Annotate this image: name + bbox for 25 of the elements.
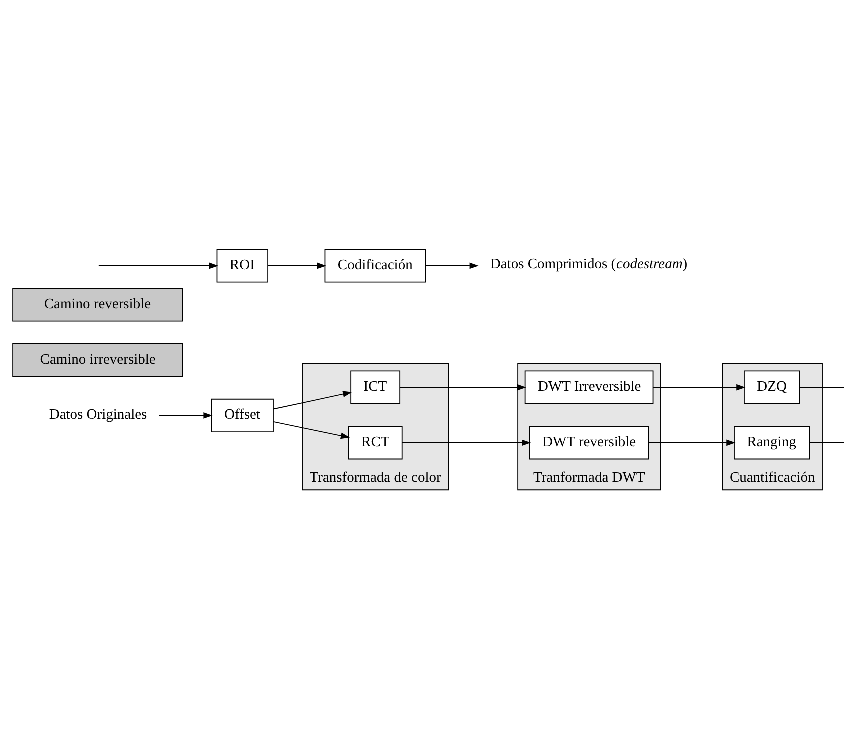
node-text: Datos Comprimidos (codestream)	[490, 256, 688, 273]
node-box: ROI	[216, 249, 268, 283]
node-box: Ranging	[734, 426, 810, 460]
node-box: DWT reversible	[529, 426, 650, 460]
connector	[800, 387, 845, 388]
arrow	[648, 440, 736, 446]
arrow	[98, 262, 219, 270]
node-box: Offset	[211, 398, 274, 432]
arrow	[273, 391, 352, 410]
arrow	[273, 421, 350, 440]
node-box: Camino irreversible	[12, 344, 184, 378]
node-box: RCT	[348, 426, 403, 460]
arrow	[426, 262, 479, 270]
connector	[809, 442, 845, 444]
arrow	[158, 412, 213, 419]
arrow	[402, 440, 532, 446]
arrow	[653, 384, 746, 391]
node-box: Codificación	[324, 249, 426, 283]
node-box: DWT Irreversible	[524, 370, 654, 404]
node-box: Camino reversible	[12, 288, 184, 322]
node-box: ICT	[350, 370, 401, 404]
arrow	[400, 384, 526, 391]
arrow	[268, 262, 327, 270]
node-box: DZQ	[744, 370, 800, 404]
node-text: Datos Originales	[49, 407, 148, 424]
